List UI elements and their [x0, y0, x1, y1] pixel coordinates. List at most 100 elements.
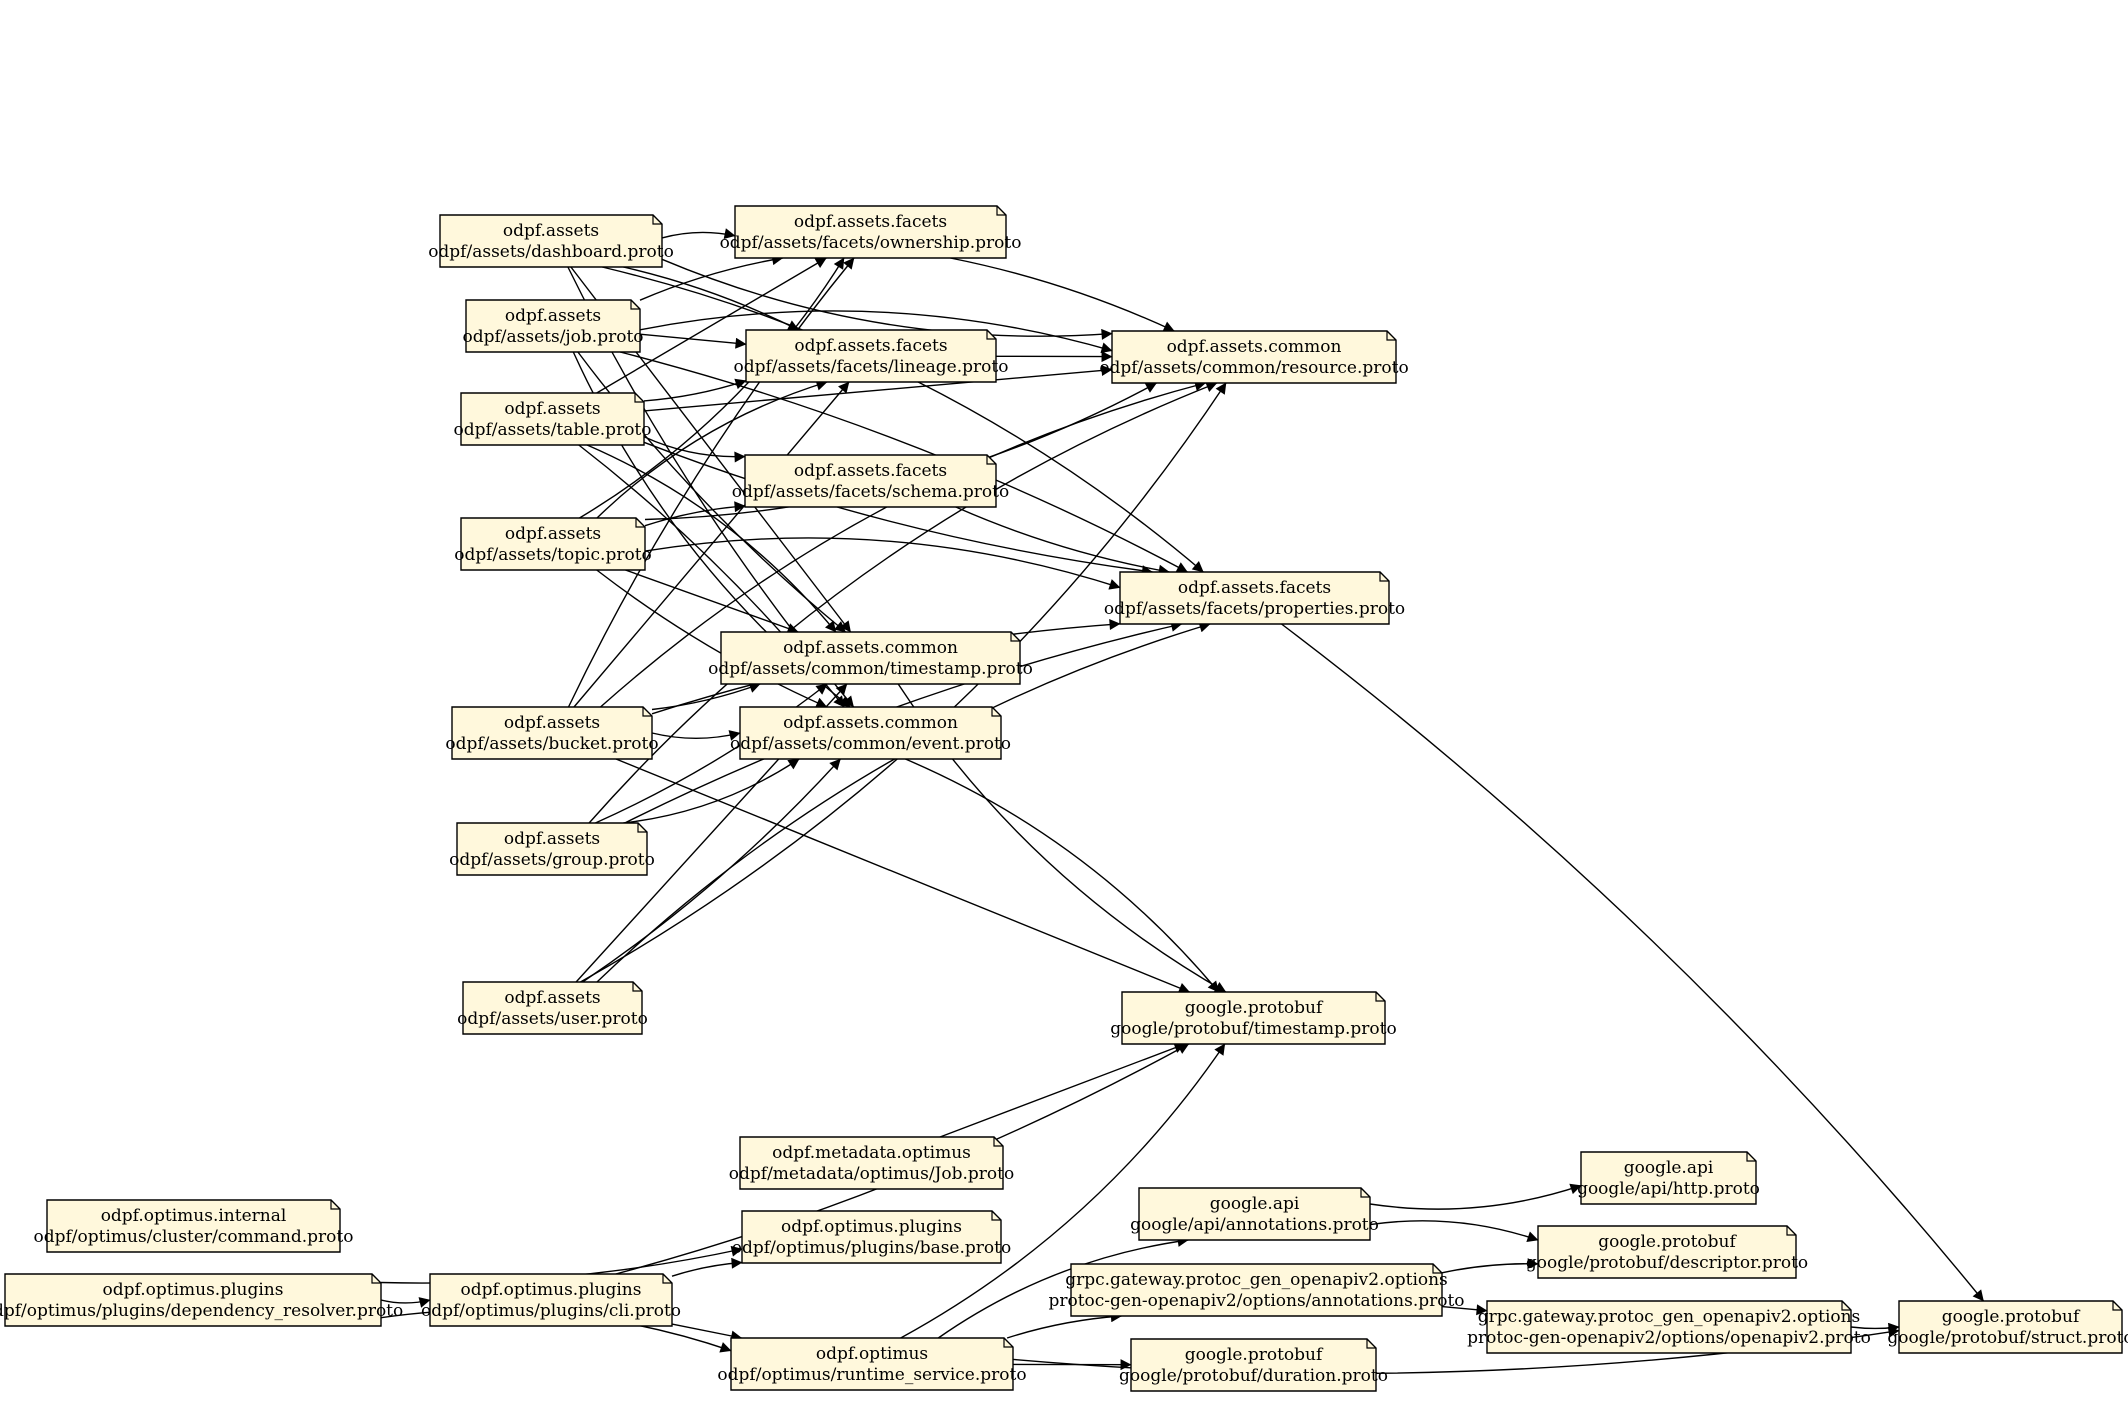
node-file-label: odpf/assets/user.proto [457, 1009, 648, 1029]
node-openapiv2[interactable]: grpc.gateway.protoc_gen_openapiv2.option… [1467, 1300, 1871, 1354]
node-file-label: google/api/http.proto [1577, 1179, 1760, 1199]
note-fold [986, 330, 996, 340]
node-mjob[interactable]: odpf.metadata.optimusodpf/metadata/optim… [729, 1136, 1014, 1190]
node-file-label: odpf/assets/dashboard.proto [428, 242, 674, 262]
node-package-label: google.protobuf [1598, 1232, 1737, 1252]
edge-openapiv2-to-struct [1850, 1322, 1900, 1334]
note-fold [637, 823, 647, 833]
edge-topic-to-properties [644, 537, 1121, 590]
node-package-label: odpf.assets.facets [794, 212, 947, 232]
note-shape [456, 822, 648, 876]
node-file-label: google/protobuf/duration.proto [1119, 1366, 1388, 1386]
node-duration[interactable]: google.protobufgoogle/protobuf/duration.… [1119, 1338, 1388, 1392]
node-package-label: odpf.assets [505, 524, 601, 544]
edge-runtime-to-gapiann [937, 1235, 1189, 1339]
note-fold [1746, 1152, 1756, 1162]
edge-group-to-resource [588, 381, 1218, 824]
node-file-label: odpf/assets/topic.proto [454, 545, 652, 565]
node-package-label: odpf.assets [505, 306, 601, 326]
node-file-label: odpf/assets/facets/schema.proto [732, 482, 1009, 502]
node-properties[interactable]: odpf.assets.facetsodpf/assets/facets/pro… [1104, 571, 1405, 625]
note-fold [1010, 632, 1020, 642]
node-package-label: google.api [1210, 1194, 1300, 1214]
edge-dashboard-to-ownership [661, 228, 736, 240]
edge-runtime-to-gpts [900, 1043, 1226, 1339]
edge-topic-to-schema [644, 501, 746, 527]
nodes-layer: odpf.assetsodpf/assets/dashboard.protood… [0, 205, 2128, 1392]
node-resource[interactable]: odpf.assets.commonodpf/assets/common/res… [1099, 330, 1409, 384]
node-file-label: protoc-gen-openapiv2/options/annotations… [1048, 1291, 1464, 1311]
edge-cli-to-runtime [671, 1323, 743, 1342]
note-fold [1360, 1188, 1370, 1198]
node-tscommon[interactable]: odpf.assets.commonodpf/assets/common/tim… [708, 631, 1033, 685]
node-package-label: google.api [1624, 1158, 1714, 1178]
note-shape [1070, 1263, 1443, 1317]
node-package-label: odpf.optimus.internal [101, 1206, 287, 1226]
note-fold [996, 206, 1006, 216]
node-package-label: odpf.optimus.plugins [461, 1280, 642, 1300]
edge-event-to-gpts [905, 758, 1220, 993]
node-file-label: odpf/assets/common/resource.proto [1099, 358, 1408, 378]
node-package-label: odpf.assets.common [783, 638, 958, 658]
node-package-label: odpf.assets [504, 713, 600, 733]
note-fold [1003, 1338, 1013, 1348]
note-shape [741, 1210, 1002, 1264]
node-package-label: odpf.assets [504, 399, 600, 419]
node-ownership[interactable]: odpf.assets.facetsodpf/assets/facets/own… [720, 205, 1022, 259]
note-shape [720, 631, 1021, 685]
node-gpts[interactable]: google.protobufgoogle/protobuf/timestamp… [1110, 991, 1397, 1045]
node-package-label: odpf.optimus.plugins [781, 1217, 962, 1237]
node-package-label: odpf.assets [503, 221, 599, 241]
note-shape [4, 1273, 382, 1327]
edge-gapiann-to-http [1369, 1183, 1582, 1210]
node-file-label: google/protobuf/timestamp.proto [1110, 1019, 1396, 1039]
node-file-label: odpf/assets/facets/ownership.proto [720, 233, 1022, 253]
edge-mjob-to-gpts [939, 1042, 1186, 1138]
node-base[interactable]: odpf.optimus.pluginsodpf/optimus/plugins… [732, 1210, 1011, 1264]
note-shape [1130, 1338, 1377, 1392]
node-cli[interactable]: odpf.optimus.pluginsodpf/optimus/plugins… [421, 1273, 681, 1327]
node-file-label: google/protobuf/struct.proto [1887, 1328, 2128, 1348]
node-depres[interactable]: odpf.optimus.pluginsodpf/optimus/plugins… [0, 1273, 403, 1327]
edge-topic-to-event [596, 569, 828, 708]
node-package-label: odpf.optimus [816, 1344, 928, 1364]
node-struct[interactable]: google.protobufgoogle/protobuf/struct.pr… [1887, 1300, 2128, 1354]
note-fold [1379, 572, 1389, 582]
edge-gwann-to-openapiv2 [1441, 1304, 1488, 1316]
node-lineage[interactable]: odpf.assets.facetsodpf/assets/facets/lin… [734, 329, 1009, 383]
edge-topic-to-tscommon [625, 569, 799, 634]
node-package-label: odpf.optimus.plugins [103, 1280, 284, 1300]
node-file-label: google/protobuf/descriptor.proto [1526, 1253, 1808, 1273]
note-fold [991, 707, 1001, 717]
node-file-label: odpf/optimus/plugins/cli.proto [421, 1301, 681, 1321]
node-command[interactable]: odpf.optimus.internalodpf/optimus/cluste… [34, 1199, 354, 1253]
note-fold [991, 1211, 1001, 1221]
edge-gwann-to-descriptor [1441, 1258, 1539, 1274]
edge-properties-to-struct [1281, 623, 1985, 1302]
edge-table-to-ownership [596, 257, 827, 394]
node-file-label: odpf/assets/common/event.proto [730, 734, 1011, 754]
node-event[interactable]: odpf.assets.commonodpf/assets/common/eve… [730, 706, 1011, 760]
node-descriptor[interactable]: google.protobufgoogle/protobuf/descripto… [1526, 1225, 1808, 1279]
note-fold [1375, 992, 1385, 1002]
node-gwann[interactable]: grpc.gateway.protoc_gen_openapiv2.option… [1048, 1263, 1465, 1317]
note-fold [1432, 1264, 1442, 1274]
note-fold [662, 1274, 672, 1284]
node-schema[interactable]: odpf.assets.facetsodpf/assets/facets/sch… [732, 454, 1009, 508]
note-shape [429, 1273, 673, 1327]
edge-job-to-properties [619, 351, 1188, 573]
edge-bucket-to-event [651, 730, 741, 741]
node-runtime[interactable]: odpf.optimusodpf/optimus/runtime_service… [717, 1337, 1027, 1391]
edge-bucket-to-resource [600, 380, 1207, 708]
note-shape [439, 214, 663, 268]
note-shape [1898, 1300, 2123, 1354]
